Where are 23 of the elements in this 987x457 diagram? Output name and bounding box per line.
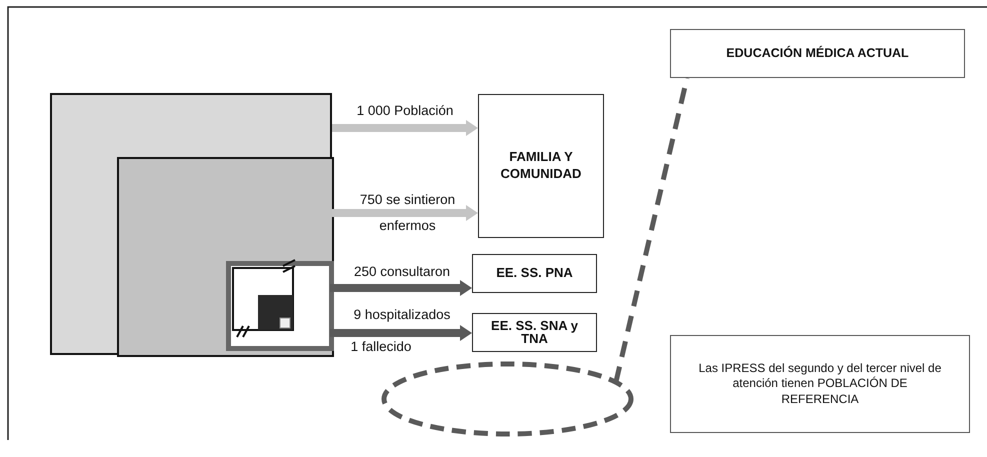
edge-label: 750 se sintieron enfermos [358,191,456,235]
arrow [330,325,472,341]
box-text: FAMILIA Y COMUNIDAD [500,149,582,183]
process-box [472,254,597,293]
square-box [50,93,332,355]
note-text: 1 fallecido [350,338,412,356]
box-text: EE. SS. SNA y TNA [490,320,579,345]
box-text: Las IPRESS del segundo y del tercer nivel de atención tienen POBLACIÓN DE REFERENCIA [698,360,942,408]
edge-label: 1 000 Población [356,102,454,120]
process-box [472,313,597,352]
edge-label: 9 hospitalizados [352,306,452,324]
title-box [670,29,965,78]
square-box [117,157,334,357]
edge-label: 250 consultaron [352,263,452,281]
arrow [332,120,478,136]
arrow [332,205,478,221]
box-text: EE. SS. PNA [496,267,573,280]
dashed-leader-line [613,77,690,383]
dashed-ellipse [380,360,635,438]
box-text: EDUCACIÓN MÉDICA ACTUAL [726,45,909,62]
note-box [670,335,970,433]
process-box [478,94,604,238]
arrow [330,280,472,296]
